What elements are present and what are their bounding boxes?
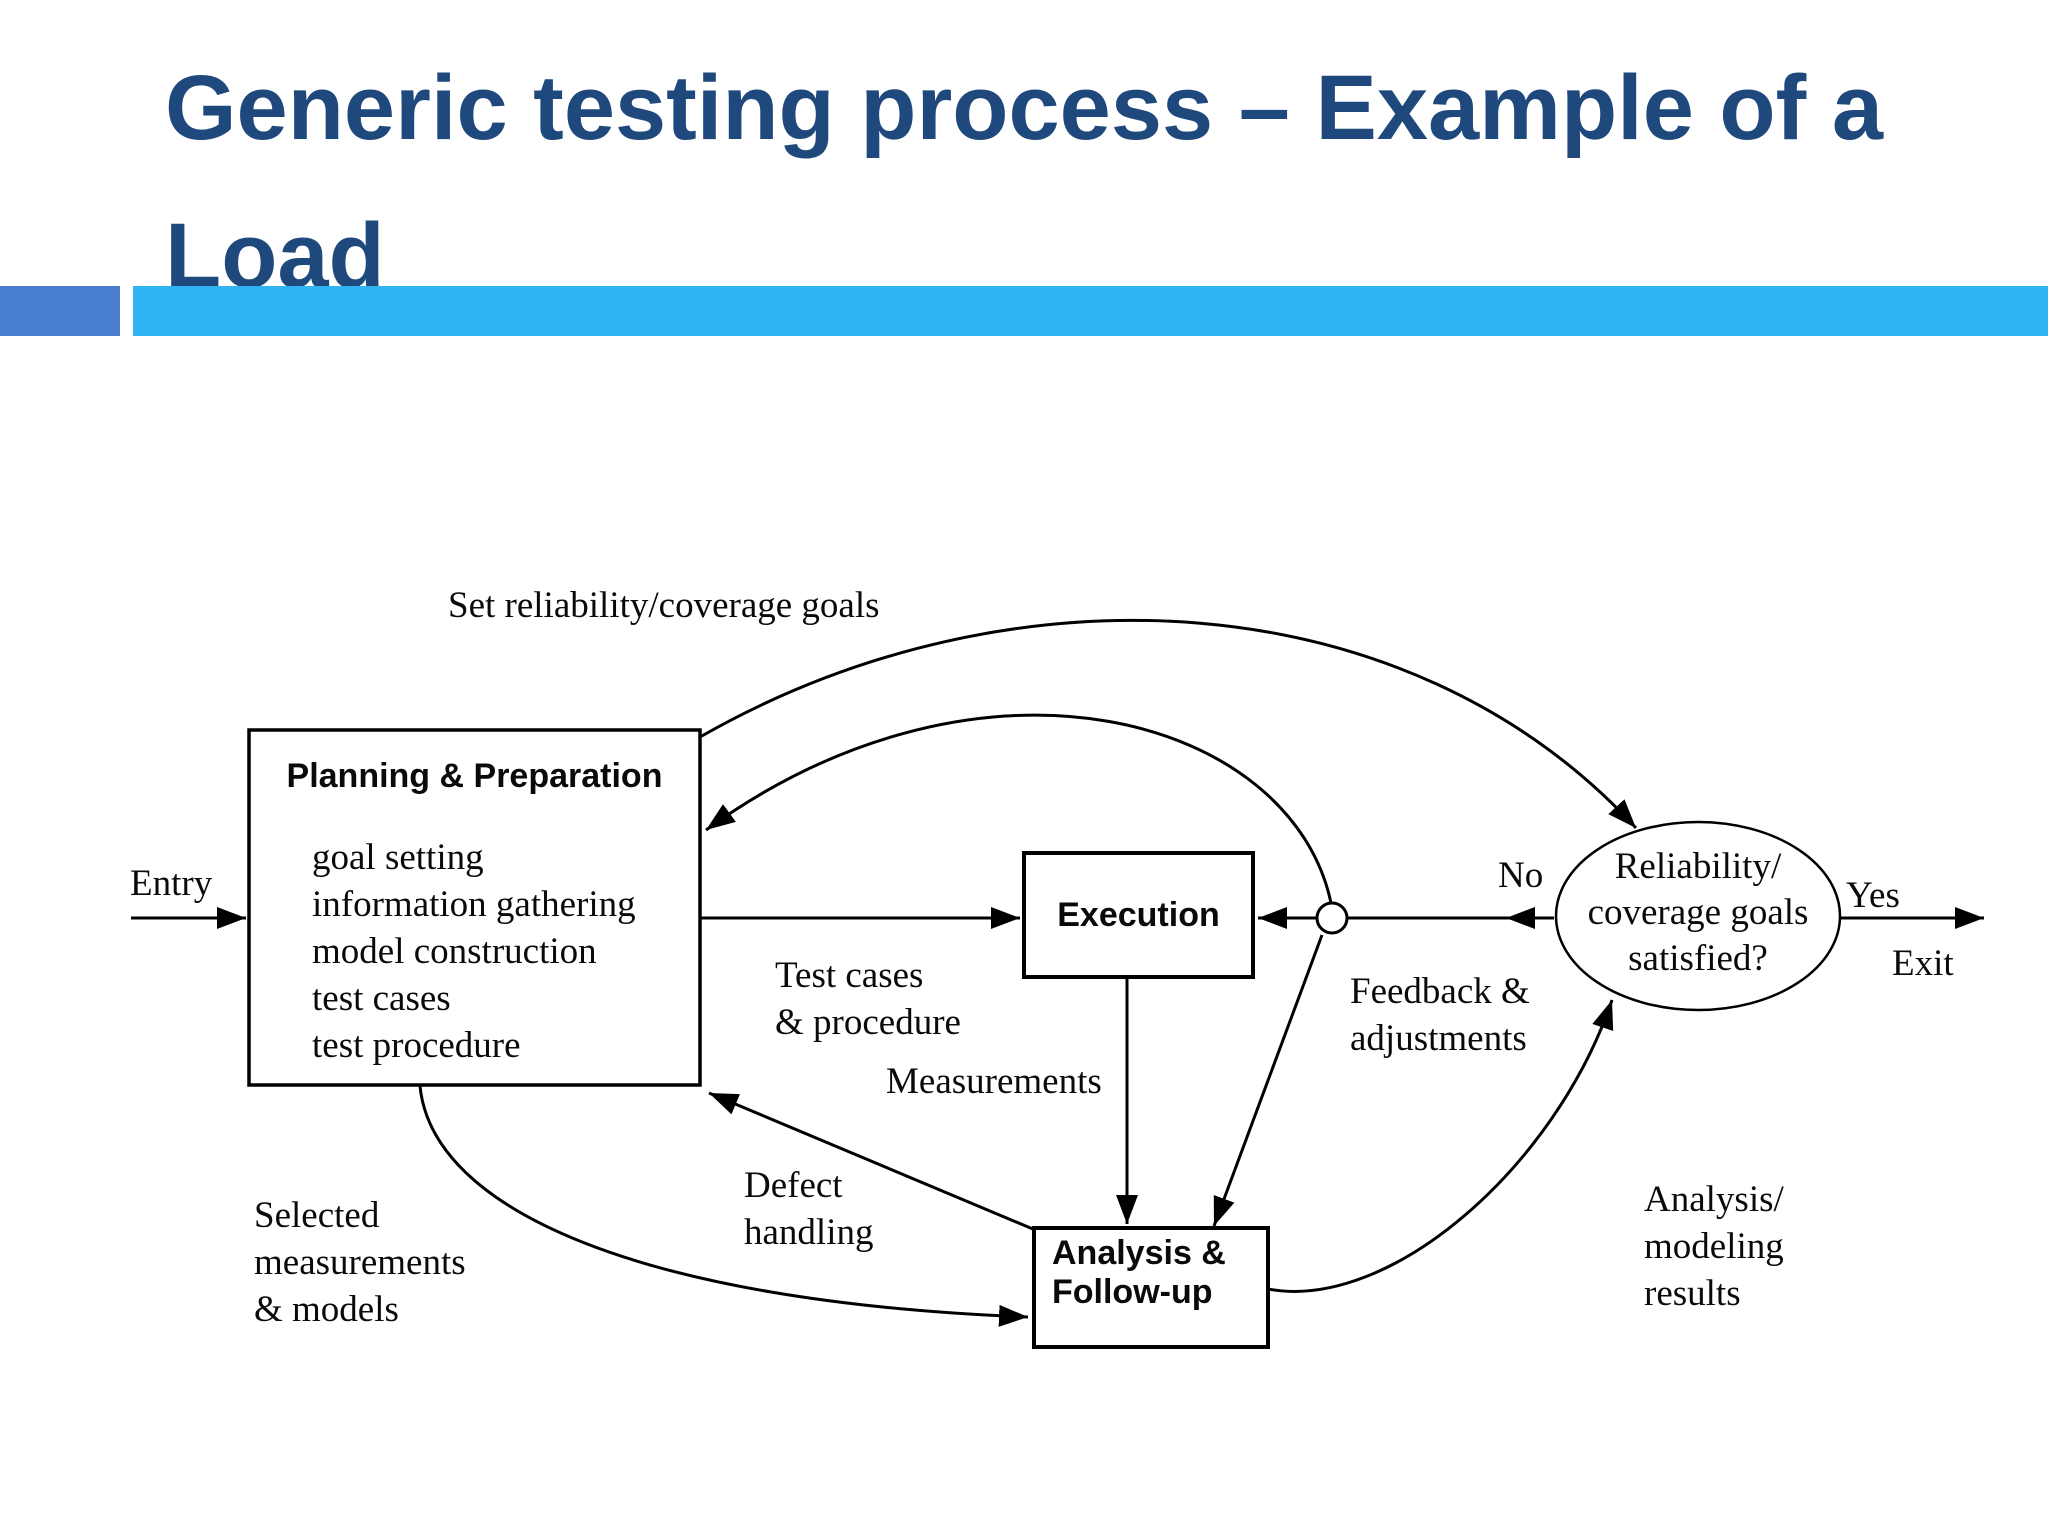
label-results-line3: results: [1644, 1273, 1741, 1314]
label-results-line1: Analysis/: [1644, 1179, 1784, 1220]
label-defect-handling: Defect handling: [744, 1162, 873, 1256]
label-test-cases: Test cases & procedure: [775, 952, 961, 1046]
label-measurements: Measurements: [886, 1061, 1102, 1102]
label-selected-line3: & models: [254, 1289, 399, 1330]
planning-item: test procedure: [312, 1025, 521, 1066]
label-results-line2: modeling: [1644, 1226, 1784, 1267]
label-entry: Entry: [130, 863, 213, 904]
label-feedback-line1: Feedback &: [1350, 971, 1530, 1012]
analysis-box: [1032, 1226, 1270, 1349]
label-feedback: Feedback & adjustments: [1350, 968, 1530, 1062]
planning-box-title: Planning & Preparation: [286, 757, 663, 795]
junction-circle: [1315, 901, 1349, 935]
analysis-box-title: Analysis & Follow-up: [1052, 1234, 1226, 1312]
selected-models-curve: [418, 1085, 1029, 1327]
analysis-box-line1: Analysis &: [1052, 1234, 1226, 1272]
analysis-box-line2: Follow-up: [1052, 1273, 1213, 1311]
planning-box: [247, 728, 702, 1087]
arc-feedback-to-planning: [705, 713, 1333, 904]
execution-box-title: Execution: [1024, 853, 1253, 977]
decision-ellipse-text: Reliability/ coverage goals satisfied?: [1568, 844, 1828, 982]
planning-item: test cases: [312, 978, 451, 1019]
label-no: No: [1498, 855, 1544, 896]
decision-line1: Reliability/: [1614, 846, 1782, 887]
analysis-results-curve: [1267, 999, 1614, 1293]
label-test-cases-line2: & procedure: [775, 1002, 961, 1043]
decision-line2: coverage goals: [1587, 892, 1809, 933]
label-defect-line1: Defect: [744, 1165, 843, 1206]
label-selected-line2: measurements: [254, 1242, 466, 1283]
execution-box-label: Execution: [1057, 896, 1220, 934]
label-set-goals: Set reliability/coverage goals: [448, 585, 880, 626]
label-test-cases-line1: Test cases: [775, 955, 924, 996]
junction-to-analysis-arrow: [1212, 934, 1324, 1227]
label-exit: Exit: [1892, 943, 1954, 984]
label-defect-line2: handling: [744, 1212, 874, 1253]
slide-title: Generic testing process – Example of a L…: [165, 34, 1995, 330]
decision-ellipse: [1554, 820, 1842, 1012]
planning-item: goal setting: [312, 837, 484, 878]
label-selected-models: Selected measurements & models: [254, 1192, 466, 1333]
planning-item: information gathering: [312, 884, 636, 925]
label-selected-line1: Selected: [254, 1195, 380, 1236]
accent-bar-left: [0, 286, 120, 336]
label-feedback-line2: adjustments: [1350, 1018, 1527, 1059]
label-analysis-results: Analysis/ modeling results: [1644, 1176, 1784, 1317]
execution-box: [1022, 851, 1255, 979]
accent-bar-right: [133, 286, 2048, 336]
defect-handling-arrow: [708, 1091, 1041, 1234]
decision-line3: satisfied?: [1628, 938, 1768, 979]
arc-set-goals: [699, 618, 1638, 830]
planning-box-items: goal setting information gathering model…: [312, 834, 636, 1069]
label-yes: Yes: [1846, 875, 1900, 916]
slide-title-line1: Generic testing process – Example of a: [165, 57, 1883, 159]
planning-item: model construction: [312, 931, 597, 972]
